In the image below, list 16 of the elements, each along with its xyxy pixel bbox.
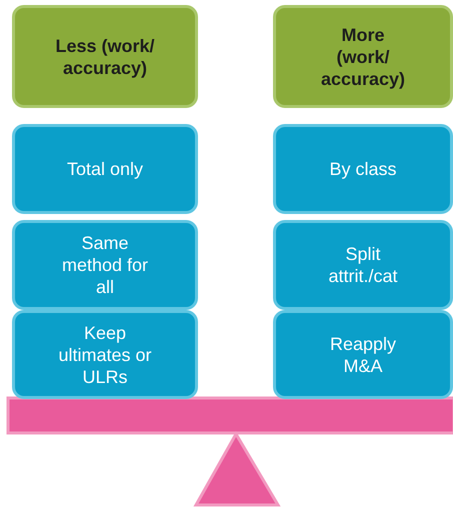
- process-box: [12, 220, 198, 310]
- box-label: Same method for all: [60, 232, 150, 298]
- box-label: Less (work/ accuracy): [54, 34, 156, 78]
- box-label: Total only: [66, 158, 144, 180]
- process-box: [273, 310, 453, 399]
- header-box: [12, 5, 198, 108]
- box-label: By class: [329, 158, 397, 180]
- box-label: More (work/ accuracy): [320, 24, 406, 90]
- box-label: Reapply M&A: [328, 332, 398, 376]
- box-label: Split attrit./cat: [327, 243, 399, 287]
- process-box: [12, 124, 198, 214]
- process-box: [12, 310, 198, 399]
- header-box: [273, 5, 453, 108]
- process-box: [273, 124, 453, 214]
- box-label: Keep ultimates or ULRs: [57, 322, 153, 388]
- process-box: [273, 220, 453, 310]
